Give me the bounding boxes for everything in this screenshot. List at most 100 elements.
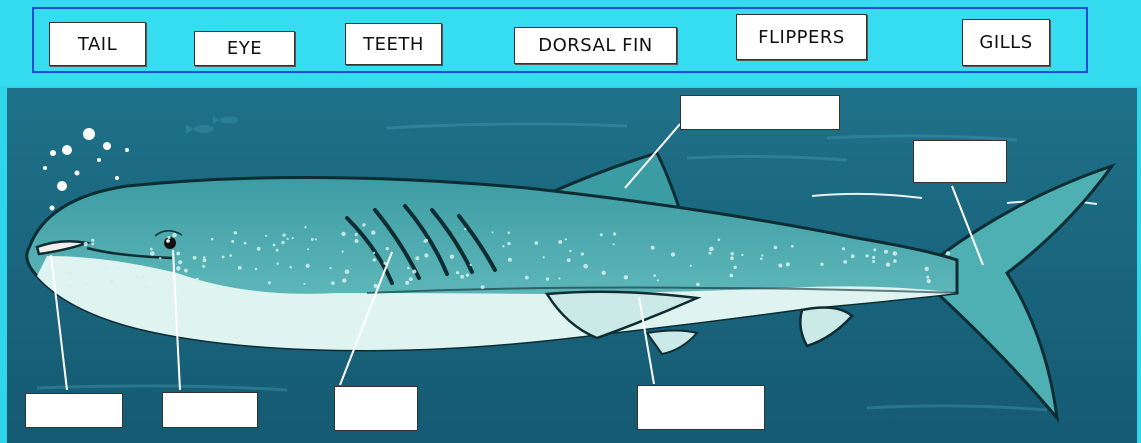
skin-spot — [109, 280, 114, 285]
answer-box-dorsal-fin[interactable] — [680, 95, 840, 130]
answer-box-tail[interactable] — [913, 140, 1007, 183]
answer-box-flippers[interactable] — [637, 385, 765, 430]
skin-spot — [371, 230, 375, 234]
skin-spot — [307, 248, 309, 250]
skin-spot — [211, 238, 214, 241]
skin-spot — [229, 254, 232, 257]
skin-spot — [407, 267, 409, 269]
skin-spot — [567, 258, 571, 262]
skin-spot — [851, 254, 855, 258]
skin-spot — [117, 266, 120, 269]
skin-spot — [602, 271, 606, 275]
skin-spot — [761, 254, 763, 256]
skin-spot — [273, 244, 276, 247]
skin-spot — [565, 238, 567, 240]
skin-spot — [733, 266, 736, 269]
skin-spot — [345, 269, 350, 274]
answer-box-teeth[interactable] — [25, 393, 123, 428]
skin-spot — [268, 281, 271, 284]
word-card-dorsal-fin[interactable]: DORSAL FIN — [514, 27, 677, 64]
skin-spot — [172, 233, 176, 237]
skin-spot — [569, 250, 571, 252]
skin-spot — [373, 258, 376, 261]
skin-spot — [287, 238, 289, 240]
skin-spot — [535, 241, 539, 245]
skin-spot — [873, 248, 876, 251]
skin-spot — [276, 249, 279, 252]
skin-spot — [238, 266, 242, 270]
skin-spot — [91, 243, 94, 246]
skin-spot — [69, 284, 73, 288]
skin-spot — [543, 256, 545, 258]
skin-spot — [843, 260, 847, 264]
skin-spot — [884, 250, 888, 254]
word-card-flippers[interactable]: FLIPPERS — [736, 14, 867, 60]
skin-spot — [329, 267, 331, 269]
skin-spot — [456, 271, 459, 274]
skin-spot — [362, 223, 365, 226]
skin-spot — [217, 285, 220, 288]
skin-spot — [355, 233, 358, 236]
skin-spot — [135, 275, 139, 279]
skin-spot — [142, 276, 145, 279]
skin-spot — [412, 270, 416, 274]
skin-spot — [820, 263, 823, 266]
skin-spot — [145, 286, 148, 289]
skin-spot — [85, 283, 88, 286]
skin-spot — [613, 232, 616, 235]
skin-spot — [657, 279, 659, 281]
skin-spot — [450, 255, 454, 259]
skin-spot — [581, 252, 584, 255]
skin-spot — [774, 246, 778, 250]
skin-spot — [409, 277, 413, 281]
skin-spot — [373, 252, 375, 254]
word-card-eye[interactable]: EYE — [194, 31, 295, 66]
skin-spot — [234, 231, 237, 234]
skin-spot — [281, 241, 284, 244]
skin-spot — [231, 240, 234, 243]
skin-spot — [289, 266, 292, 269]
skin-spot — [202, 265, 205, 268]
skin-spot — [842, 247, 845, 250]
word-card-tail[interactable]: TAIL — [49, 22, 146, 66]
skin-spot — [415, 256, 419, 260]
skin-spot — [927, 279, 931, 283]
skin-spot — [176, 266, 180, 270]
skin-spot — [303, 283, 305, 285]
skin-spot — [613, 243, 615, 245]
skin-spot — [925, 267, 929, 271]
answer-box-gills[interactable] — [334, 386, 418, 431]
skin-spot — [341, 232, 345, 236]
skin-spot — [257, 247, 261, 251]
skin-spot — [342, 250, 344, 252]
skin-spot — [265, 235, 267, 237]
skin-spot — [893, 251, 898, 256]
skin-spot — [304, 226, 306, 228]
skin-spot — [464, 228, 466, 230]
skin-spot — [150, 251, 155, 256]
skin-spot — [893, 259, 897, 263]
answer-box-eye[interactable] — [162, 392, 258, 428]
skin-spot — [760, 258, 763, 261]
skin-spot — [282, 233, 285, 236]
skin-spot — [84, 242, 88, 246]
skin-spot — [492, 231, 494, 233]
skin-spot — [103, 266, 108, 271]
word-card-gills[interactable]: GILLS — [962, 19, 1050, 66]
skin-spot — [872, 260, 875, 263]
skin-spot — [718, 238, 721, 241]
skin-spot — [470, 264, 472, 266]
skin-spot — [150, 248, 153, 251]
skin-spot — [653, 274, 656, 277]
skin-spot — [255, 268, 257, 270]
skin-spot — [167, 236, 170, 239]
skin-spot — [184, 269, 188, 273]
skin-spot — [502, 245, 504, 247]
skin-spot — [926, 276, 929, 279]
skin-spot — [193, 256, 197, 260]
word-card-teeth[interactable]: TEETH — [345, 23, 442, 65]
skin-spot — [355, 239, 359, 243]
skin-spot — [460, 275, 464, 279]
skin-spot — [466, 274, 469, 277]
skin-spot — [558, 277, 560, 279]
